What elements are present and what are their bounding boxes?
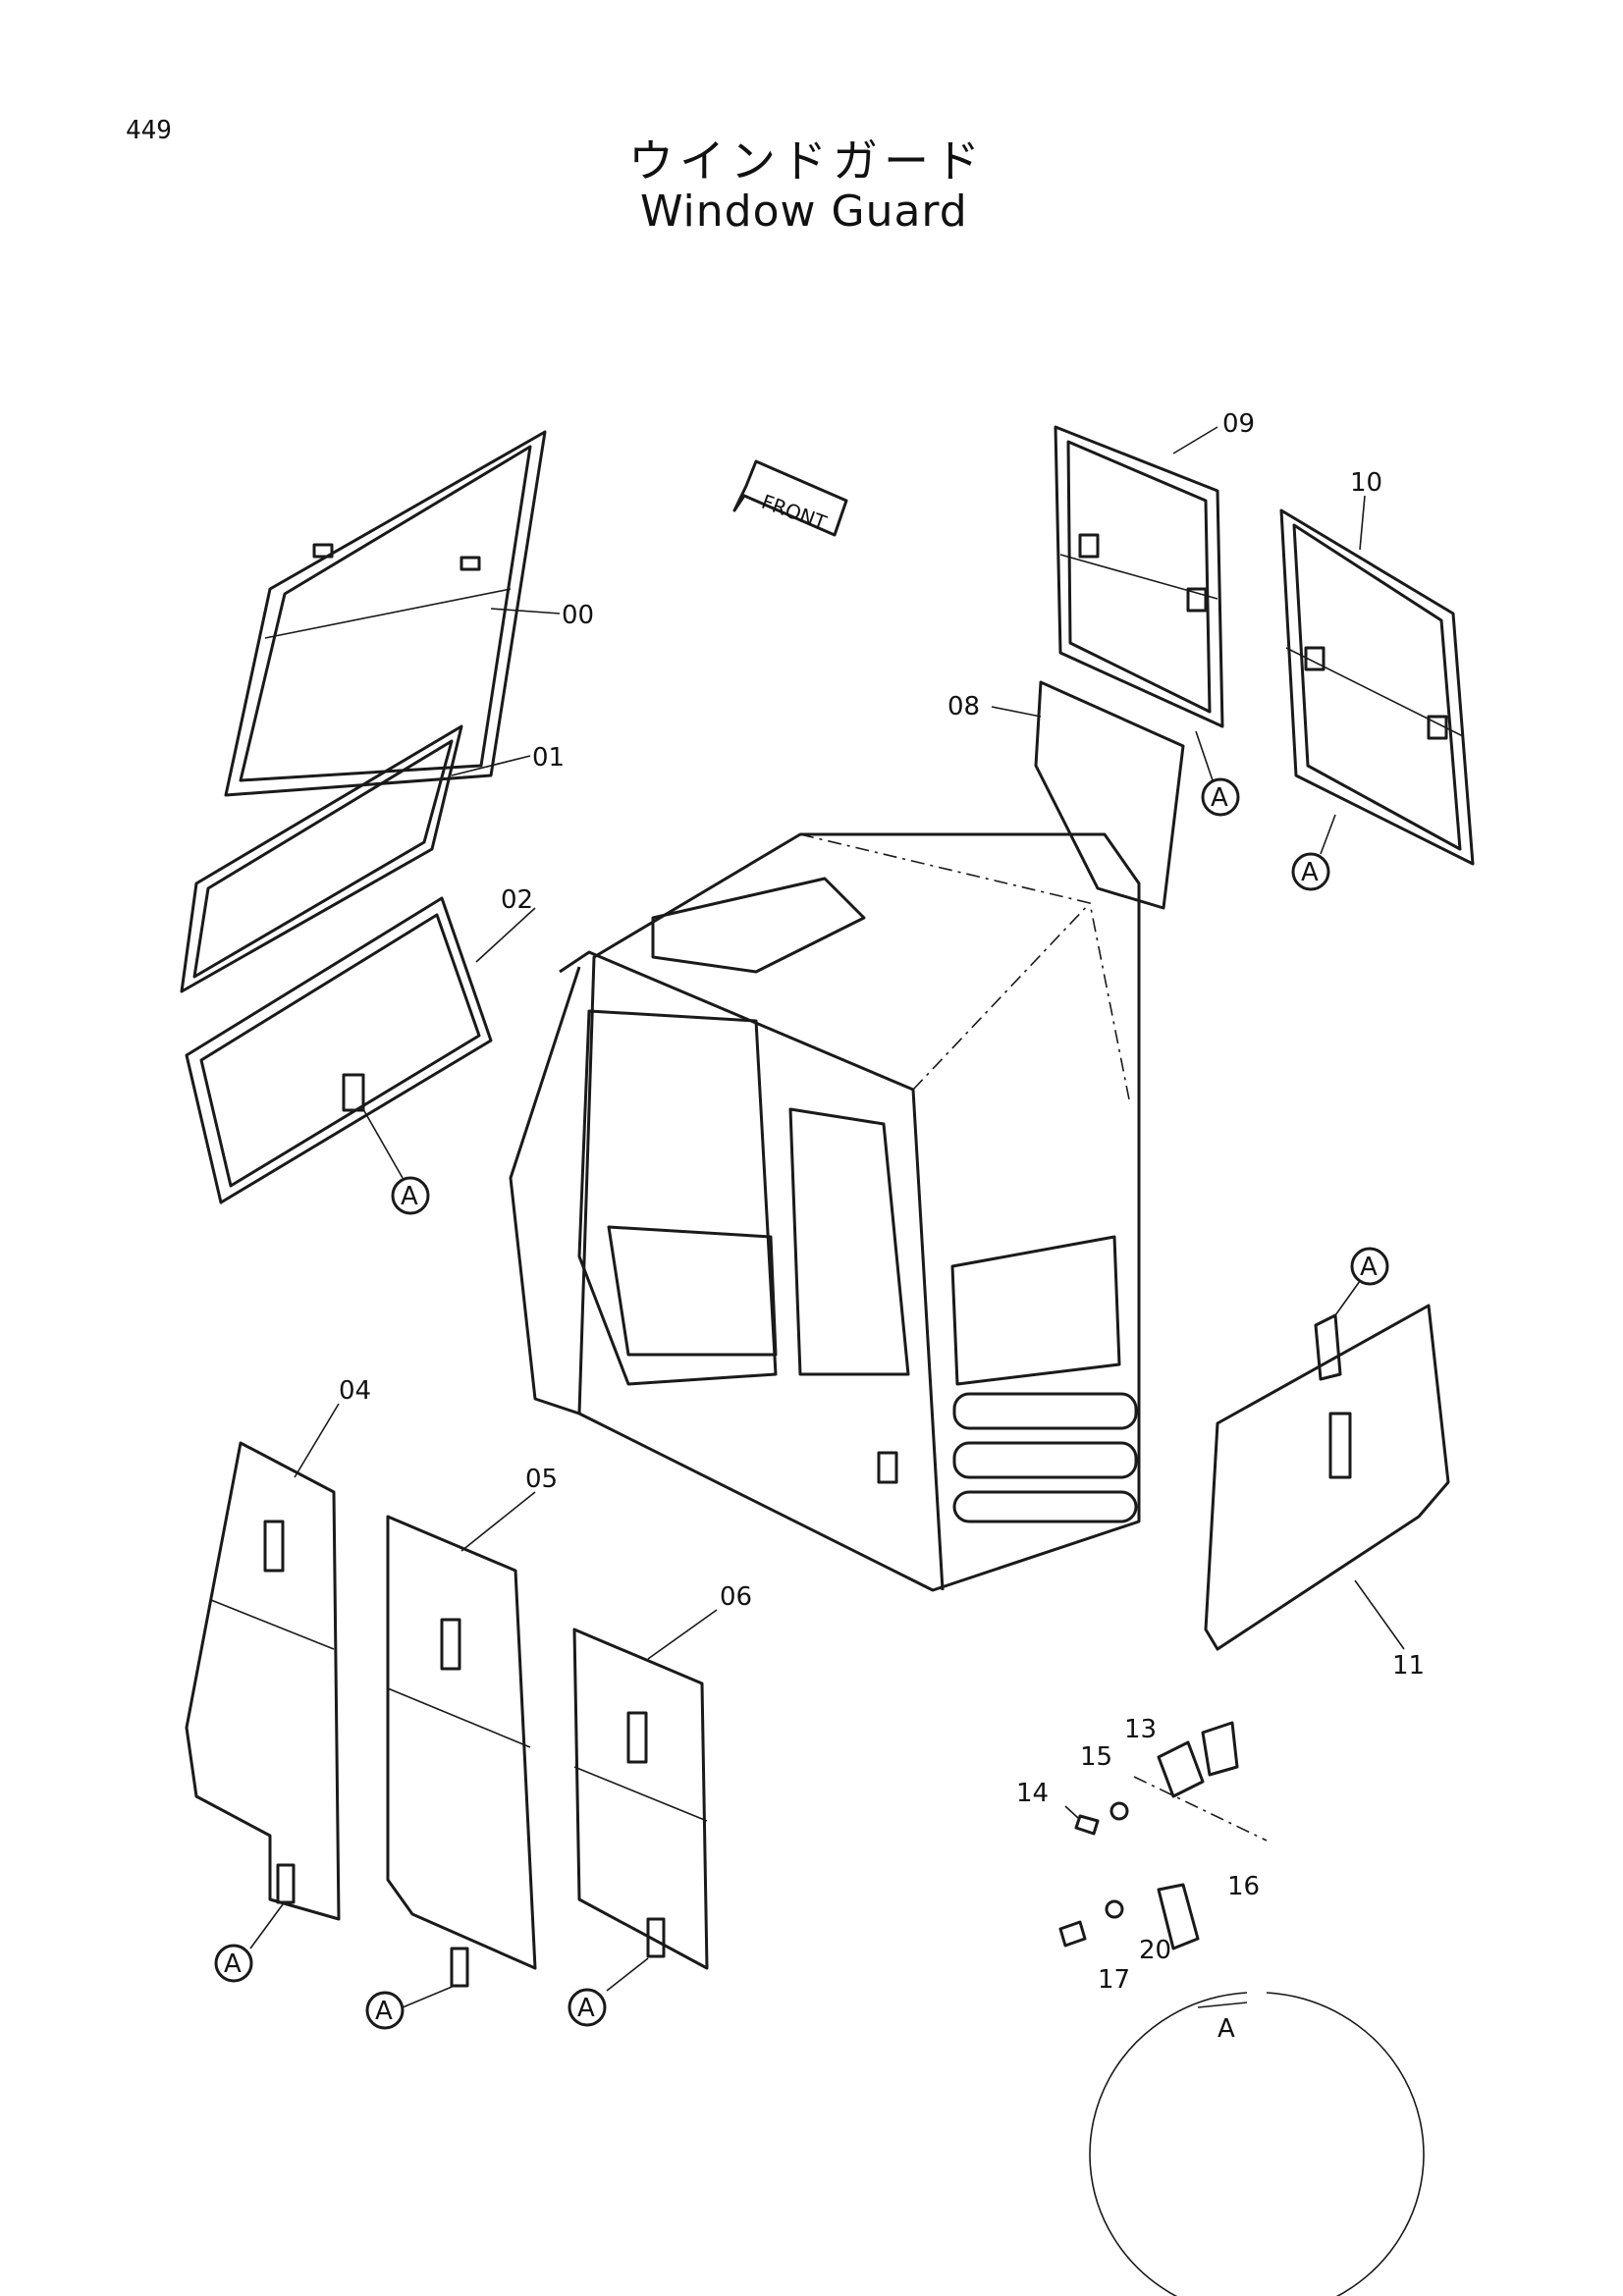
part-10-side-guard: 10 A xyxy=(1279,468,1475,891)
label-04: 04 xyxy=(339,1376,371,1406)
label-05: 05 xyxy=(525,1465,558,1494)
marker-a-10: A xyxy=(1301,858,1319,887)
front-direction-arrow: FRONT xyxy=(732,459,848,537)
label-00: 00 xyxy=(562,601,594,630)
label-09: 09 xyxy=(1222,409,1255,439)
part-11-rear-guard: 11 A xyxy=(1204,1247,1450,1681)
title-english: Window Guard xyxy=(640,187,968,237)
title-japanese: ウインドガード xyxy=(628,134,986,187)
cab-body xyxy=(509,832,1141,1592)
page-number: 449 xyxy=(126,116,172,145)
marker-a-05: A xyxy=(375,1997,393,2026)
label-14: 14 xyxy=(1016,1779,1049,1808)
marker-a-09: A xyxy=(1211,783,1228,813)
part-04-side-panel: 04 A xyxy=(185,1376,371,1983)
part-01-guard-strip: 01 xyxy=(180,724,565,993)
marker-a-06: A xyxy=(577,1994,595,2023)
label-08: 08 xyxy=(947,692,980,721)
part-02-lower-frame: 02 A xyxy=(185,885,536,1215)
label-01: 01 xyxy=(532,743,565,773)
front-label: FRONT xyxy=(758,490,830,535)
label-15: 15 xyxy=(1080,1742,1112,1772)
marker-a-02: A xyxy=(401,1182,418,1211)
part-00-roof-guard: 00 xyxy=(224,430,594,797)
part-09-side-guard: 09 A xyxy=(1054,409,1255,817)
label-13: 13 xyxy=(1124,1715,1157,1744)
detail-view-a: A 13 14 15 16 17 20 xyxy=(1016,1715,1425,2296)
marker-a-04: A xyxy=(224,1949,242,1979)
label-06: 06 xyxy=(720,1582,752,1612)
label-16: 16 xyxy=(1227,1872,1260,1901)
part-05-side-panel: 05 A xyxy=(365,1465,558,2030)
label-02: 02 xyxy=(501,885,533,915)
part-06-side-panel: 06 A xyxy=(568,1582,752,2027)
label-17: 17 xyxy=(1098,1965,1130,1995)
detail-view-label: A xyxy=(1217,2014,1235,2044)
label-11: 11 xyxy=(1392,1651,1425,1681)
label-20: 20 xyxy=(1139,1936,1171,1965)
part-08-small-guard: 08 xyxy=(947,680,1185,910)
label-10: 10 xyxy=(1350,468,1382,498)
marker-a-11: A xyxy=(1360,1253,1378,1282)
